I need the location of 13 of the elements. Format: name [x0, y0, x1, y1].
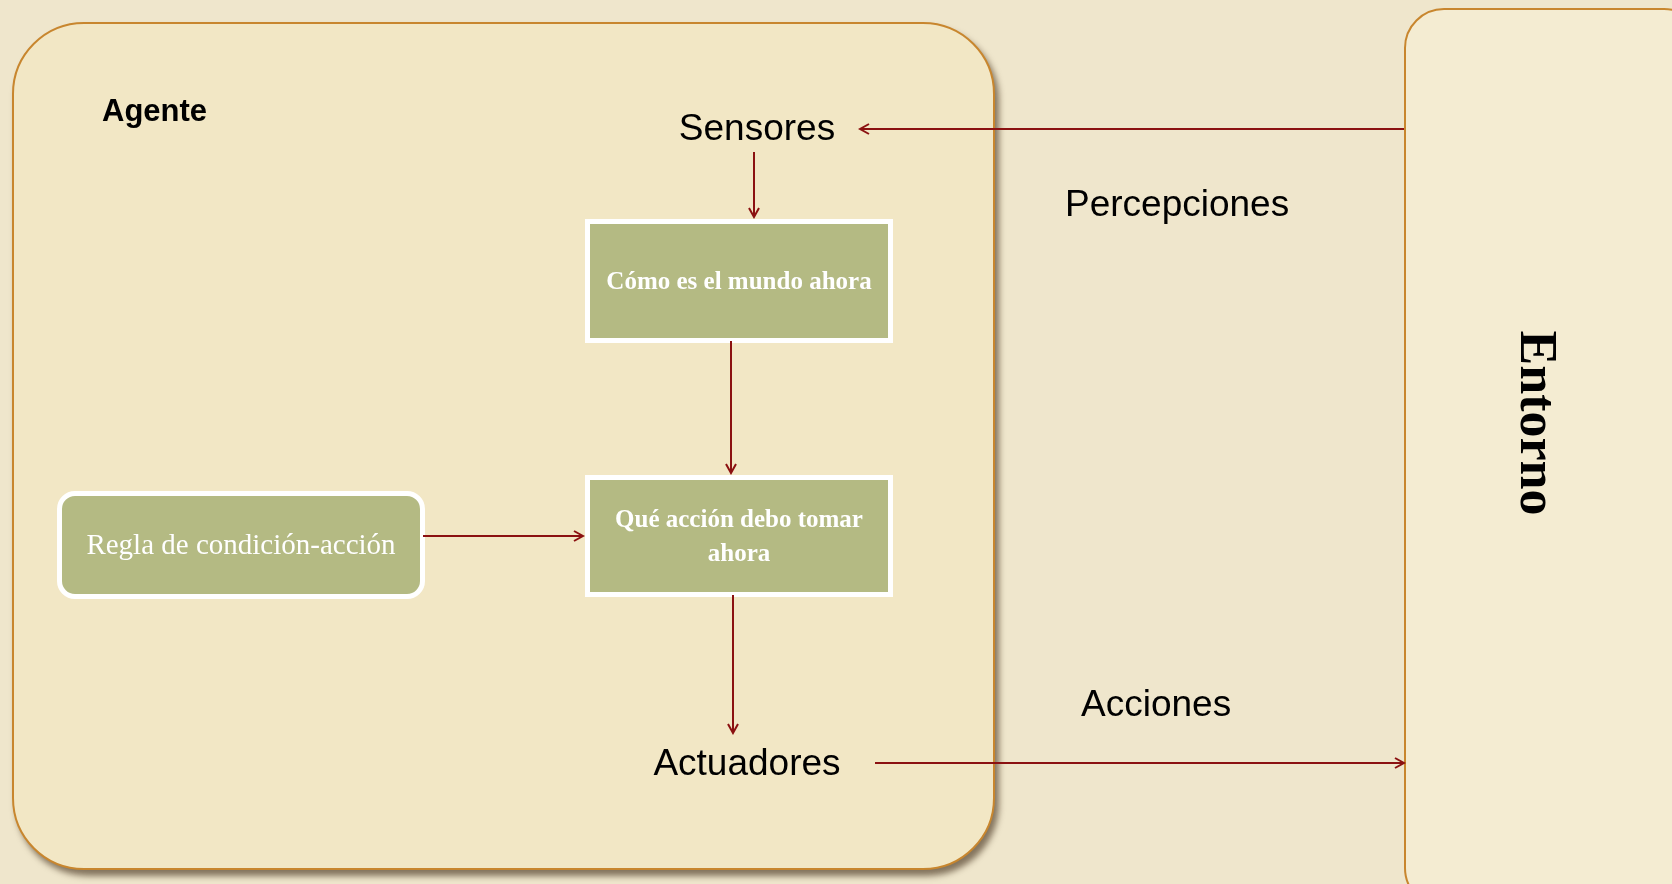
arrow: [859, 123, 1405, 135]
process-box: Qué acción debo tomar ahora: [585, 475, 893, 597]
environment-title: Entorno: [1509, 330, 1568, 516]
arrow: [874, 757, 1405, 769]
process-box: Cómo es el mundo ahora: [585, 219, 893, 343]
arrow: [727, 594, 739, 734]
arrow: [725, 340, 737, 474]
arrow: [748, 151, 760, 218]
agent-title: Agente: [102, 92, 208, 130]
component-label: Actuadores: [617, 735, 877, 791]
component-label: Sensores: [652, 102, 862, 154]
arrow: [422, 530, 584, 542]
agent-box: [12, 22, 995, 870]
